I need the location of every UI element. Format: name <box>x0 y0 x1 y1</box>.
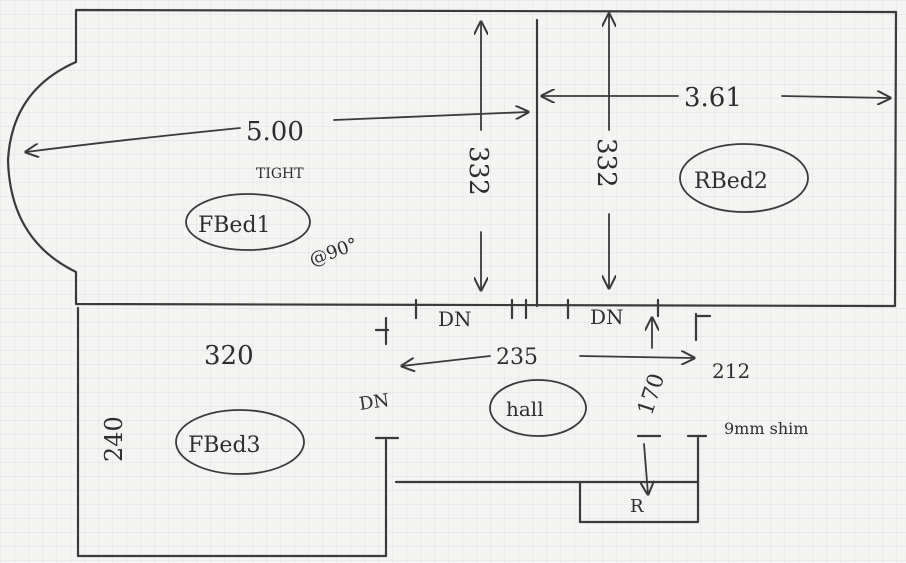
bed3-top-label: 320 <box>204 341 254 371</box>
bed1-width-arrow-left <box>26 127 241 152</box>
hall-room-label: hall <box>506 397 544 421</box>
bed3-door-label: DN <box>358 390 391 415</box>
front-bedroom-1-wall <box>6 8 898 308</box>
dimension-arrows <box>26 14 890 494</box>
shim-note-label: 9mm shim <box>724 419 808 438</box>
hall-width-arrow-left <box>402 355 491 366</box>
r-box-outline <box>578 480 700 524</box>
hall-depth-arrow-down <box>644 443 648 494</box>
bed3-side-label: 240 <box>100 416 128 462</box>
bed1-width-arrow-right <box>333 112 528 121</box>
front-bedroom-3-wall <box>76 306 388 558</box>
bed1-door-label: DN <box>438 307 472 331</box>
hall-door-ticks <box>414 298 712 438</box>
r-box-label: R <box>630 496 644 517</box>
hall-width-arrow-right <box>579 356 694 358</box>
hall-width-label: 235 <box>496 345 538 370</box>
hall-right-wall <box>694 312 700 484</box>
bed1-room-label: FBed1 <box>198 213 271 238</box>
bed1-label-oval <box>185 193 311 251</box>
bed3-label-oval <box>175 409 305 475</box>
bed2-label-oval <box>679 143 809 213</box>
hall-right-label: 212 <box>712 359 750 383</box>
bed3-room-label: FBed3 <box>188 433 261 458</box>
bed1-depth-label: 332 <box>463 146 493 196</box>
bed2-depth-label: 332 <box>591 138 621 188</box>
bed2-room-label: RBed2 <box>694 169 768 194</box>
walls <box>6 8 898 558</box>
bed1-note-label: TIGHT <box>256 166 304 182</box>
bed3-door-jambs <box>374 316 400 440</box>
bed2-width-label: 3.61 <box>684 83 742 113</box>
bed2-door-label: DN <box>590 305 624 329</box>
room-label-ovals <box>175 143 809 475</box>
bed2-width-arrow-right <box>781 96 890 98</box>
bed1-width-label: 5.00 <box>246 117 304 147</box>
hall-label-oval <box>489 379 587 437</box>
